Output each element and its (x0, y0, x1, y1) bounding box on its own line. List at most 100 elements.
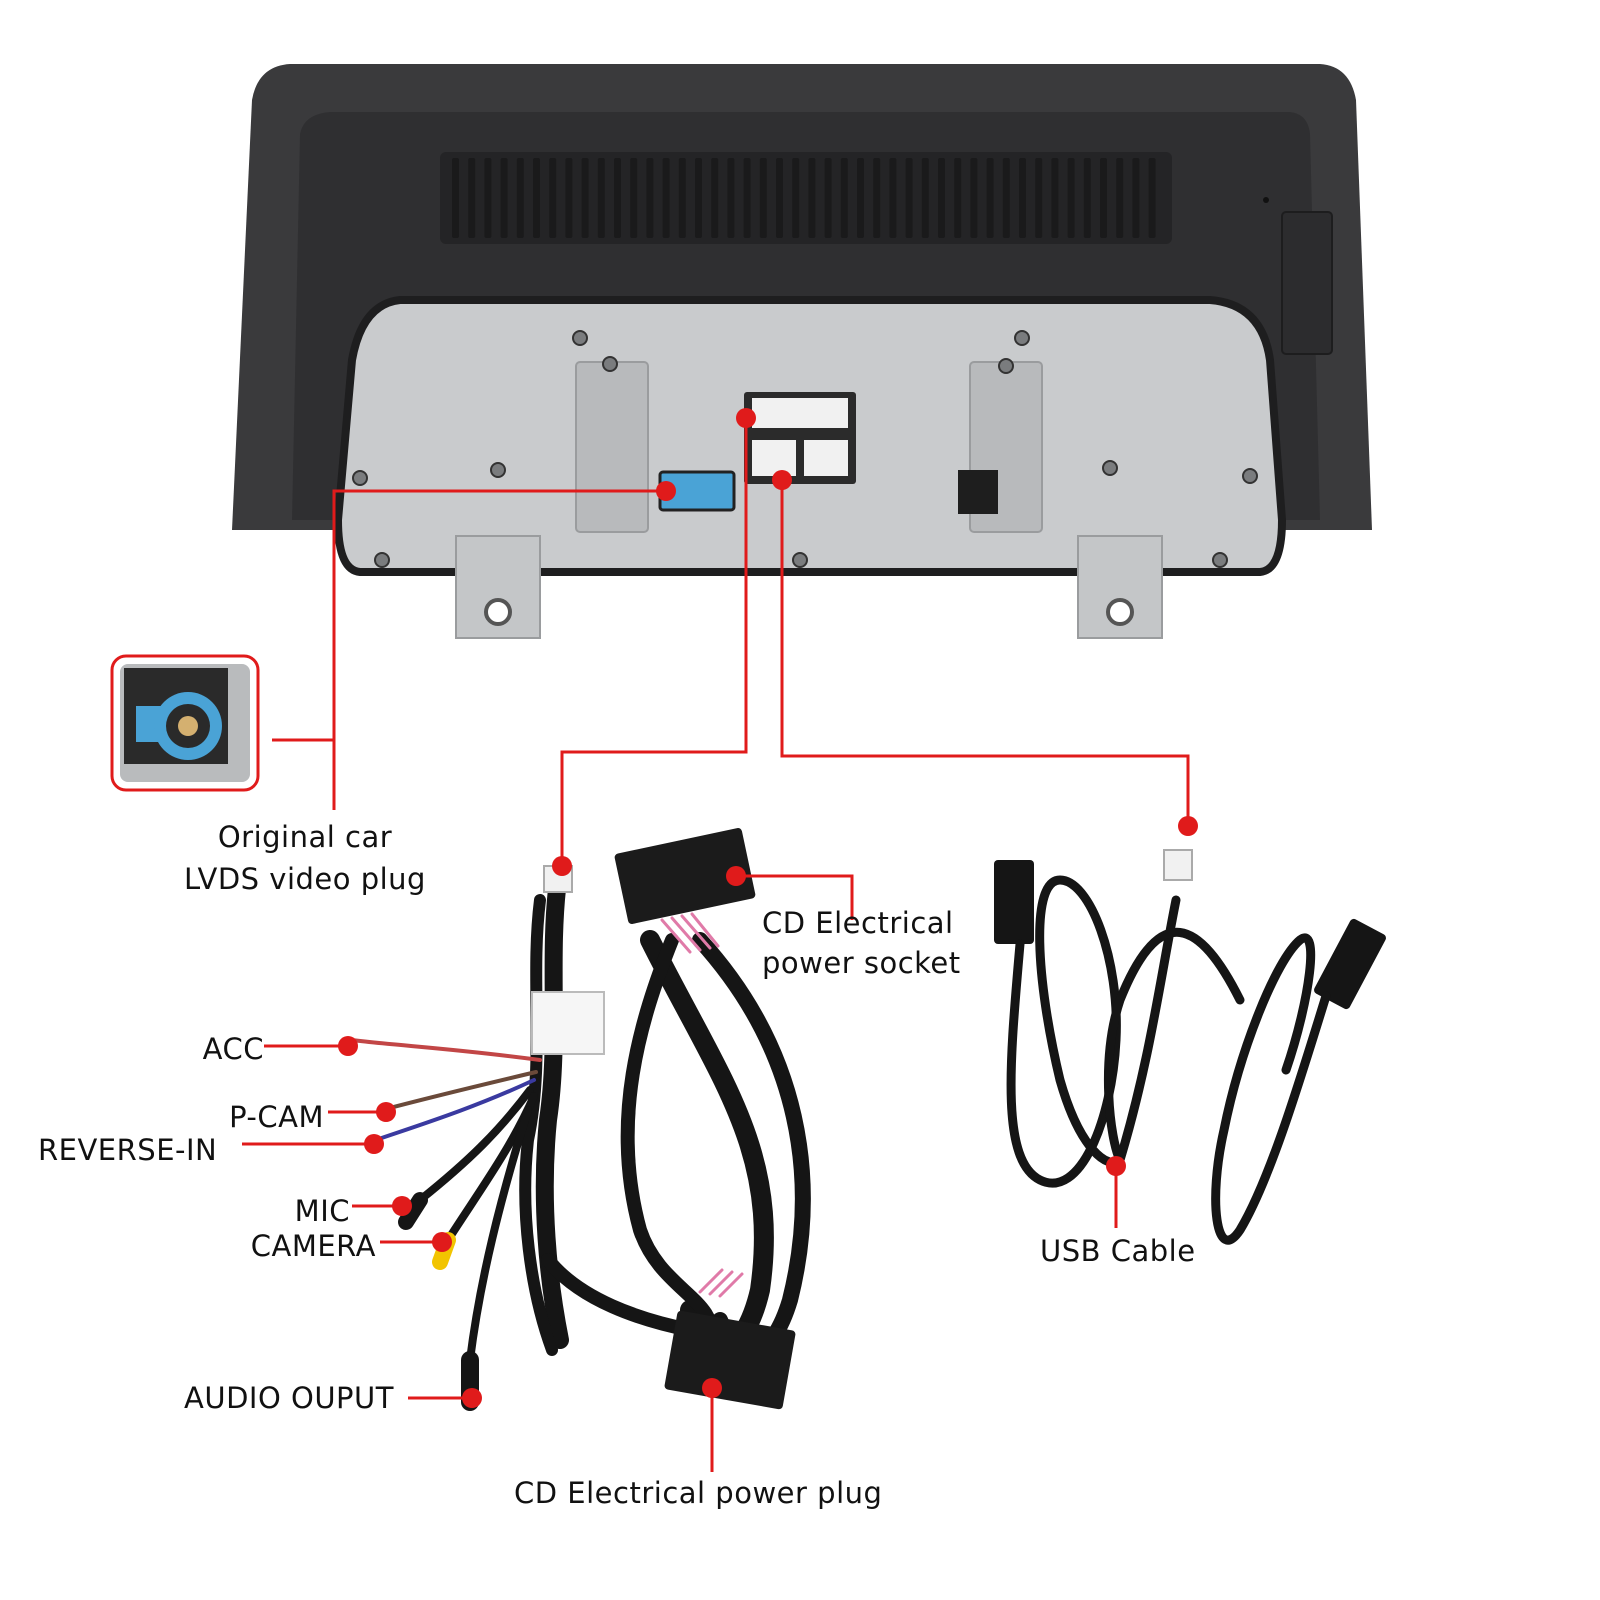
screw (374, 552, 390, 568)
screw (490, 462, 506, 478)
label-lvds-line1: Original car (217, 820, 393, 854)
vent-slat (938, 158, 945, 238)
bracket-left-hole (484, 598, 512, 626)
vent-slat (776, 158, 783, 238)
vent-slat (468, 158, 476, 238)
callout-line (560, 418, 748, 866)
vent-slat (727, 158, 735, 238)
label-lvds-line2: LVDS video plug (184, 862, 426, 896)
callout-dot (552, 856, 572, 876)
vent-slat (516, 158, 524, 238)
vent-slat (743, 158, 751, 238)
callout-dot (432, 1232, 452, 1252)
callout-dot (772, 470, 792, 490)
vent-slat (581, 158, 589, 238)
vent-slat (857, 158, 864, 238)
vent-slat (614, 158, 621, 238)
main-connector-top (752, 398, 848, 428)
vent-slat (792, 158, 800, 238)
vent-slat (484, 158, 492, 238)
main-connector-bottom-right (804, 440, 848, 476)
vent-slat (662, 158, 670, 238)
screw (1212, 552, 1228, 568)
mic-hole (1263, 197, 1269, 203)
vent-slat (1019, 158, 1026, 238)
screw (602, 356, 618, 372)
sd-slot-cover (1281, 211, 1333, 355)
bracket-right-hole (1106, 598, 1134, 626)
vent-slat (954, 158, 962, 238)
vent-slat (630, 158, 638, 238)
lvds-inset (110, 654, 260, 792)
callout-dot (726, 866, 746, 886)
vent-slat (452, 158, 459, 238)
vent-slat (711, 158, 719, 238)
vent-slat (1148, 158, 1156, 238)
vent-slat (1132, 158, 1140, 238)
vent-slat (905, 158, 913, 238)
vent-slat (500, 158, 508, 238)
screw (998, 358, 1014, 374)
vent-slat (1035, 158, 1043, 238)
callout-dot (364, 1134, 384, 1154)
callout-dot (702, 1378, 722, 1398)
mount-block-left (575, 361, 649, 533)
callout-dot (462, 1388, 482, 1408)
label-mic: MIC (294, 1194, 350, 1228)
vent-slat (921, 158, 929, 238)
wiring-harness (350, 828, 811, 1411)
vent-slat (1100, 158, 1107, 238)
callout-dot (1178, 816, 1198, 836)
label-cd-socket-line2: power socket (762, 946, 961, 980)
vent-slat (549, 158, 557, 238)
vent-slat (873, 158, 881, 238)
label-cd-socket-line1: CD Electrical (762, 906, 954, 940)
label-audio-output: AUDIO OUPUT (184, 1381, 394, 1415)
label-reverse-in: REVERSE-IN (38, 1133, 218, 1167)
label-camera: CAMERA (250, 1229, 376, 1263)
vent-slat (533, 158, 540, 238)
vent-slat (597, 158, 605, 238)
vent-grille (440, 152, 1172, 244)
head-unit-back (232, 64, 1372, 639)
callout-dot (392, 1196, 412, 1216)
screw (1242, 468, 1258, 484)
callout-line (780, 480, 1190, 826)
callout-line (736, 874, 854, 920)
vent-slat (889, 158, 897, 238)
vent-slat (646, 158, 654, 238)
callout-lines (242, 408, 1198, 1472)
vent-slat (1051, 158, 1059, 238)
vent-slat (970, 158, 978, 238)
label-acc: ACC (202, 1032, 264, 1066)
label-pcam: P-CAM (229, 1100, 324, 1134)
screw (572, 330, 588, 346)
screw (1014, 330, 1030, 346)
callout-dot (376, 1102, 396, 1122)
screw (1102, 460, 1118, 476)
label-cd-plug: CD Electrical power plug (514, 1476, 883, 1510)
usb-cables (994, 849, 1386, 1245)
screw (352, 470, 368, 486)
antenna-port (958, 470, 998, 514)
vent-slat (1083, 158, 1091, 238)
vent-slat (1067, 158, 1075, 238)
vent-slat (565, 158, 573, 238)
callout-dot (1106, 1156, 1126, 1176)
callout-dot (736, 408, 756, 428)
vent-slat (824, 158, 832, 238)
label-usb-cable: USB Cable (1040, 1234, 1196, 1268)
callout-line (332, 489, 666, 810)
callout-dot (338, 1036, 358, 1056)
callout-dot (656, 481, 676, 501)
vent-slat (678, 158, 686, 238)
vent-slat (1002, 158, 1010, 238)
main-connector-bottom-left (752, 440, 796, 476)
vent-slat (759, 158, 767, 238)
vent-slat (695, 158, 702, 238)
vent-slat (808, 158, 816, 238)
vent-slat (840, 158, 848, 238)
screw (792, 552, 808, 568)
vent-slat (1116, 158, 1124, 238)
